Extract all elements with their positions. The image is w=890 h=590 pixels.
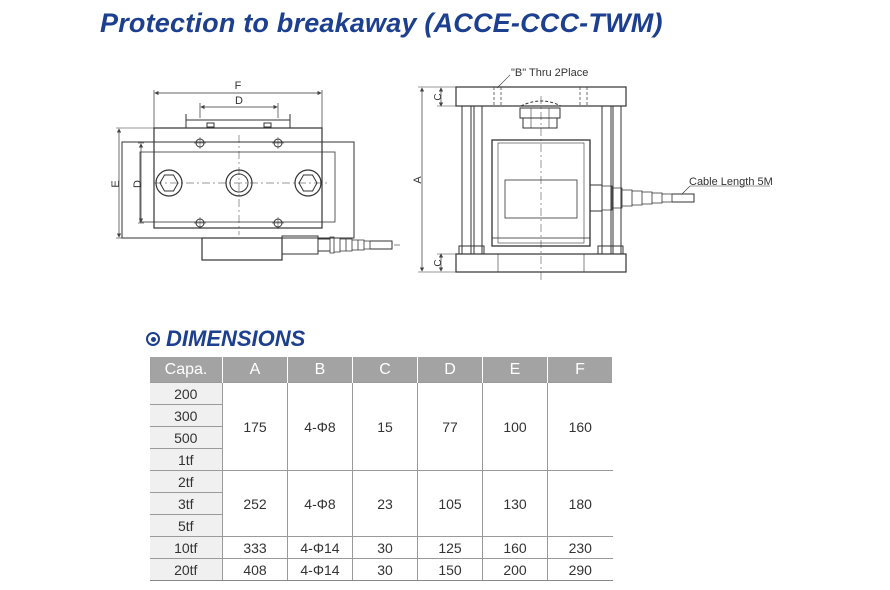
- value-a: 333: [222, 536, 288, 559]
- capacity-cell: 5tf: [149, 514, 223, 537]
- column-header-c: C: [352, 357, 418, 383]
- dimensions-heading: DIMENSIONS: [146, 326, 305, 352]
- value-d: 150: [417, 558, 483, 581]
- capacity-cell: 3tf: [149, 492, 223, 515]
- value-a: 408: [222, 558, 288, 581]
- value-d: 77: [417, 382, 483, 471]
- technical-drawing: F D E D: [110, 67, 773, 280]
- table-row: 2tf 252 4-Φ8 23 105 130 180: [149, 470, 613, 537]
- value-b: 4-Φ8: [287, 470, 353, 537]
- value-a: 252: [222, 470, 288, 537]
- label-f: F: [235, 80, 242, 92]
- column-header-d: D: [417, 357, 483, 383]
- value-e: 160: [482, 536, 548, 559]
- column-header-b: B: [287, 357, 353, 383]
- table-row: 10tf 333 4-Φ14 30 125 160 230: [149, 536, 613, 559]
- capacity-cell: 2tf: [149, 470, 223, 493]
- label-c-bottom: C: [433, 259, 444, 266]
- value-b: 4-Φ14: [287, 536, 353, 559]
- capacity-cell: 300: [149, 404, 223, 427]
- capacity-cell: 500: [149, 426, 223, 449]
- label-a: A: [412, 176, 424, 184]
- table-row: 20tf 408 4-Φ14 30 150 200 290: [149, 558, 613, 581]
- column-header-f: F: [547, 357, 613, 383]
- column-header-a: A: [222, 357, 288, 383]
- label-d-side: D: [132, 180, 144, 188]
- capacity-cell: 20tf: [149, 558, 223, 581]
- label-d-top: D: [235, 95, 243, 107]
- table-row: 3tf: [149, 492, 613, 515]
- label-cable-length: Cable Length 5M: [689, 176, 773, 188]
- side-view-drawing: [418, 74, 770, 280]
- bullseye-icon: [146, 332, 160, 346]
- value-f: 180: [547, 470, 613, 537]
- value-c: 23: [352, 470, 418, 537]
- value-f: 230: [547, 536, 613, 559]
- capacity-cell: 200: [149, 382, 223, 405]
- value-c: 30: [352, 536, 418, 559]
- value-d: 125: [417, 536, 483, 559]
- value-e: 200: [482, 558, 548, 581]
- capacity-cell: 10tf: [149, 536, 223, 559]
- value-b: 4-Φ14: [287, 558, 353, 581]
- value-e: 100: [482, 382, 548, 471]
- dimensions-title: DIMENSIONS: [166, 326, 306, 351]
- label-b-note: "B" Thru 2Place: [511, 67, 588, 79]
- top-view-drawing: [116, 90, 400, 261]
- table-row: 500: [149, 426, 613, 449]
- value-f: 290: [547, 558, 613, 581]
- dimensions-table: Capa. A B C D E F 200 175 4-Φ8 15 77 100…: [149, 357, 613, 581]
- table-row: 1tf: [149, 448, 613, 471]
- capacity-cell: 1tf: [149, 448, 223, 471]
- value-b: 4-Φ8: [287, 382, 353, 471]
- value-e: 130: [482, 470, 548, 537]
- value-a: 175: [222, 382, 288, 471]
- value-c: 30: [352, 558, 418, 581]
- column-header-capa: Capa.: [149, 357, 223, 383]
- label-c-top: C: [433, 93, 444, 100]
- column-header-e: E: [482, 357, 548, 383]
- page-title: Protection to breakaway (ACCE-CCC-TWM): [100, 8, 663, 38]
- value-d: 105: [417, 470, 483, 537]
- value-f: 160: [547, 382, 613, 471]
- label-e: E: [110, 180, 122, 187]
- value-c: 15: [352, 382, 418, 471]
- table-row: 200 175 4-Φ8 15 77 100 160: [149, 382, 613, 471]
- table-header-row: Capa. A B C D E F: [149, 357, 613, 383]
